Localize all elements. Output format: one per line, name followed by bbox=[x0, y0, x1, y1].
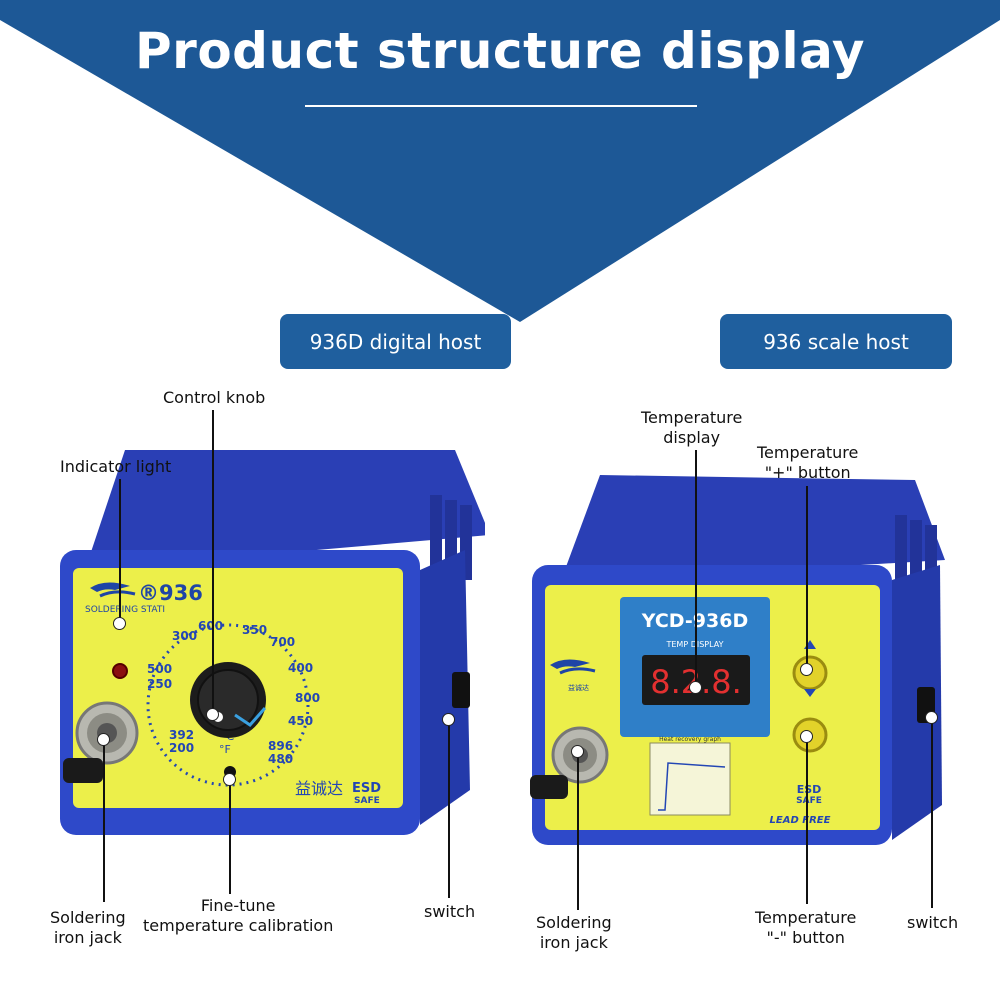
label-temp-display: Temperature display bbox=[641, 408, 743, 447]
svg-text:250: 250 bbox=[147, 677, 172, 691]
graph-line bbox=[658, 762, 726, 811]
control-knob[interactable] bbox=[190, 662, 267, 738]
label-right-switch: switch bbox=[907, 913, 959, 932]
label-fine-tune: Fine-tune temperature calibration bbox=[143, 896, 334, 935]
right-soldering-station: YCD-936D TEMP DISPLAY 8.2.8. Heat recove… bbox=[530, 475, 945, 845]
graph-title: Heat recovery graph bbox=[659, 736, 721, 743]
left-scale-labels: 300 600 350 700 400 500 250 800 450 392 … bbox=[147, 619, 320, 766]
dot-left-iron-jack bbox=[97, 733, 110, 746]
svg-text:480: 480 bbox=[268, 752, 293, 766]
dot-temp-display bbox=[689, 681, 702, 694]
leader-fine-tune bbox=[229, 780, 231, 894]
dot-indicator-light bbox=[113, 617, 126, 630]
left-switch[interactable] bbox=[452, 672, 470, 708]
svg-text:300: 300 bbox=[172, 629, 197, 643]
svg-text:400: 400 bbox=[288, 661, 313, 675]
dot-fine-tune bbox=[223, 773, 236, 786]
svg-text:700: 700 bbox=[270, 635, 295, 649]
leader-right-iron-jack bbox=[577, 752, 579, 910]
left-cooling-fins bbox=[430, 495, 472, 580]
leader-right-switch bbox=[931, 718, 933, 908]
left-brand: 益诚达 bbox=[295, 779, 343, 798]
svg-text:350: 350 bbox=[242, 623, 267, 637]
right-safe: SAFE bbox=[796, 796, 822, 806]
label-right-iron-jack: Soldering iron jack bbox=[536, 913, 612, 952]
leader-temp-plus bbox=[806, 486, 808, 666]
leader-left-iron-jack bbox=[103, 740, 105, 902]
indicator-light bbox=[112, 663, 128, 679]
leader-temp-minus bbox=[806, 738, 808, 904]
right-case-top bbox=[560, 475, 945, 583]
dot-temp-minus bbox=[800, 730, 813, 743]
heat-recovery-graph bbox=[649, 742, 731, 816]
right-model: YCD-936D bbox=[641, 610, 748, 632]
left-soldering-station: ®936 SOLDERING STATI 300 600 350 700 400… bbox=[60, 450, 485, 835]
svg-text:392: 392 bbox=[169, 728, 194, 742]
right-esd: ESD bbox=[797, 783, 822, 796]
svg-text:896: 896 bbox=[268, 739, 293, 753]
page-title: Product structure display bbox=[135, 22, 865, 80]
left-safe: SAFE bbox=[354, 796, 380, 806]
leader-indicator-light bbox=[119, 479, 121, 624]
right-host-label: 936 scale host bbox=[720, 314, 952, 369]
label-left-iron-jack: Soldering iron jack bbox=[50, 908, 126, 947]
right-temp-display-label: TEMP DISPLAY bbox=[665, 640, 723, 649]
dot-right-iron-jack bbox=[571, 745, 584, 758]
svg-text:600: 600 bbox=[198, 619, 223, 633]
label-left-switch: switch bbox=[424, 902, 476, 921]
right-logo-icon bbox=[550, 659, 596, 675]
label-control-knob: Control knob bbox=[163, 388, 266, 407]
leader-control-knob bbox=[212, 410, 214, 715]
left-subtitle: SOLDERING STATI bbox=[85, 605, 165, 615]
svg-text:200: 200 bbox=[169, 741, 194, 755]
left-logo-text: ®936 bbox=[138, 581, 203, 605]
right-brand: 益诚达 bbox=[568, 683, 589, 692]
leader-temp-display bbox=[695, 450, 697, 685]
svg-text:450: 450 bbox=[288, 714, 313, 728]
left-case-side bbox=[420, 550, 470, 825]
dot-temp-plus bbox=[800, 663, 813, 676]
label-indicator-light: Indicator light bbox=[60, 457, 172, 476]
label-temp-plus: Temperature "+" button bbox=[757, 443, 859, 482]
label-temp-minus: Temperature "-" button bbox=[755, 908, 857, 947]
svg-text:800: 800 bbox=[295, 691, 320, 705]
svg-text:500: 500 bbox=[147, 662, 172, 676]
dot-control-knob bbox=[206, 708, 219, 721]
right-lead-free: LEAD FREE bbox=[770, 815, 831, 826]
leader-left-switch bbox=[448, 720, 450, 898]
left-fahrenheit-mark: °F bbox=[219, 743, 231, 756]
header-banner bbox=[0, 0, 1000, 322]
left-esd: ESD bbox=[352, 781, 381, 796]
dot-left-switch bbox=[442, 713, 455, 726]
dot-right-switch bbox=[925, 711, 938, 724]
left-scale-ring bbox=[146, 623, 310, 787]
left-case-top bbox=[85, 450, 485, 570]
left-host-label: 936D digital host bbox=[280, 314, 511, 369]
